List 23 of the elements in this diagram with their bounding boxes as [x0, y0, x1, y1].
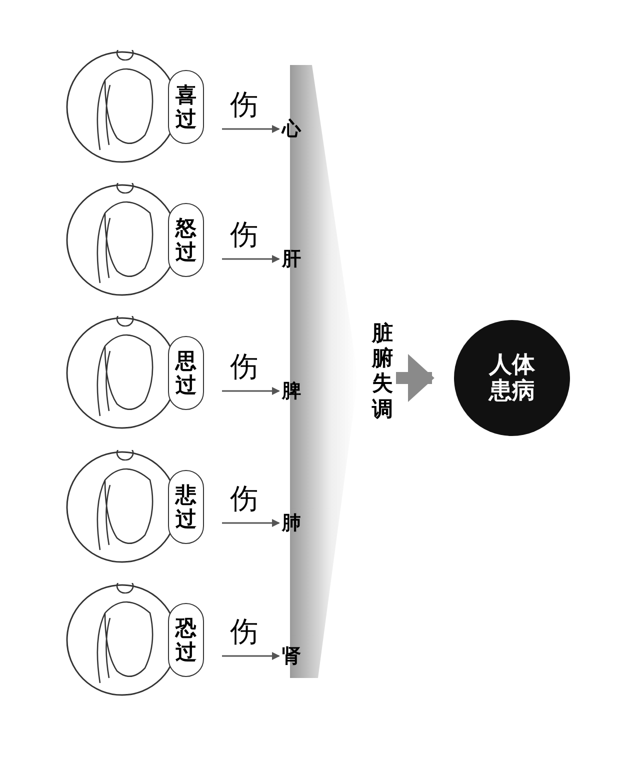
arrow [222, 652, 280, 660]
result-circle: 人体患病 [454, 320, 570, 436]
band-caption: 脏腑失调 [372, 320, 394, 421]
organ-label: 心 [282, 116, 301, 142]
arrow [222, 125, 280, 133]
emotion-label: 悲过 [168, 470, 204, 544]
emotion-label: 怒过 [168, 203, 204, 277]
organ-label: 肺 [282, 510, 301, 536]
organ-label: 肾 [282, 643, 301, 669]
block-arrow [396, 354, 434, 402]
edge-label: 伤 [230, 618, 258, 646]
emotion-label: 恐过 [168, 603, 204, 677]
arrow [222, 255, 280, 263]
emotion-label: 喜过 [168, 70, 204, 144]
arrow [222, 387, 280, 395]
emotion-label: 思过 [168, 336, 204, 410]
edge-label: 伤 [230, 221, 258, 249]
edge-label: 伤 [230, 485, 258, 513]
edge-label: 伤 [230, 353, 258, 381]
organ-label: 脾 [282, 378, 301, 404]
organ-label: 肝 [282, 246, 301, 272]
edge-label: 伤 [230, 91, 258, 119]
arrow [222, 519, 280, 527]
